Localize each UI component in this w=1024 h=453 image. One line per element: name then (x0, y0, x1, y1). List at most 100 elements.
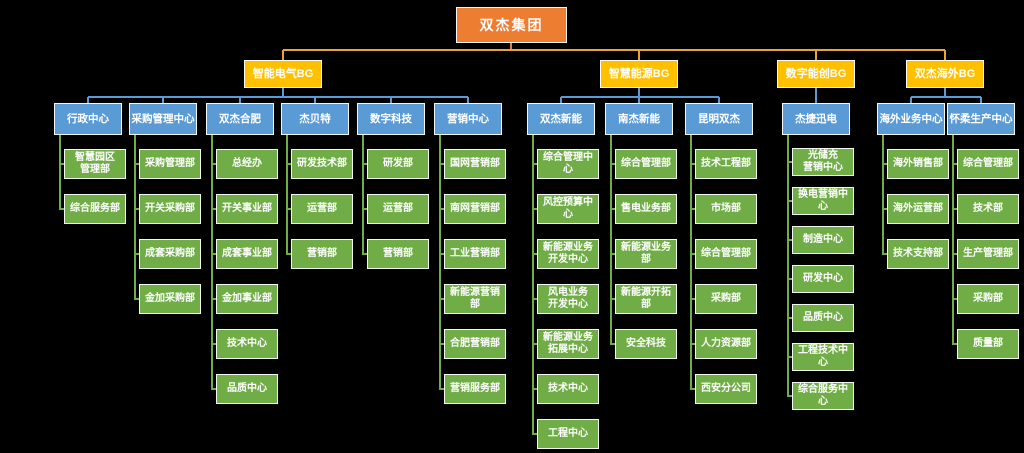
dept-stub-line (439, 208, 444, 210)
unit-drop-line (815, 88, 817, 103)
dept-stub-line (59, 208, 64, 210)
dept-node: 开关事业部 (216, 194, 278, 224)
dept-stub-line (532, 298, 537, 300)
dept-stub-line (952, 253, 957, 255)
bg-drop-line (638, 50, 640, 60)
dept-stub-line (211, 343, 216, 345)
dept-stub-line (952, 343, 957, 345)
dept-node: 金加采购部 (139, 284, 201, 314)
bg-node: 智能电气BG (244, 60, 322, 88)
dept-node: 人力资源部 (695, 329, 757, 359)
dept-stub-line (787, 395, 792, 397)
dept-node: 国网营销部 (444, 149, 506, 179)
dept-node: 合肥营销部 (444, 329, 506, 359)
dept-node: 金加事业部 (216, 284, 278, 314)
dept-rail-line (952, 135, 954, 344)
dept-rail-line (787, 135, 789, 396)
dept-rail-line (439, 135, 441, 389)
unit-node: 双杰合肥 (206, 103, 274, 135)
dept-rail-line (690, 135, 692, 389)
dept-stub-line (439, 388, 444, 390)
bg-node: 双杰海外BG (906, 60, 984, 88)
unit-drop-line (87, 97, 89, 103)
dept-stub-line (882, 163, 887, 165)
unit-node: 杰捷迅电 (782, 103, 850, 135)
dept-stub-line (532, 163, 537, 165)
dept-node: 综合管理部 (695, 239, 757, 269)
unit-node: 数字科技 (357, 103, 425, 135)
dept-node: 工业营销部 (444, 239, 506, 269)
dept-stub-line (610, 343, 615, 345)
dept-stub-line (952, 163, 957, 165)
dept-node: 工程中心 (537, 419, 599, 449)
dept-stub-line (787, 317, 792, 319)
dept-node: 品质中心 (792, 304, 854, 332)
dept-stub-line (286, 163, 291, 165)
dept-node: 综合管理中心 (537, 149, 599, 179)
dept-stub-line (439, 163, 444, 165)
dept-node: 工程技术中心 (792, 343, 854, 371)
dept-rail-line (532, 135, 534, 434)
dept-node: 安全科技 (615, 329, 677, 359)
dept-node: 总经办 (216, 149, 278, 179)
dept-node: 营销部 (291, 239, 353, 269)
root-connector-line (510, 43, 512, 50)
dept-node: 开关采购部 (139, 194, 201, 224)
dept-stub-line (211, 163, 216, 165)
dept-node: 质量部 (957, 329, 1019, 359)
dept-node: 市场部 (695, 194, 757, 224)
unit-drop-line (980, 97, 982, 103)
dept-stub-line (211, 253, 216, 255)
unit-rail-line (88, 96, 468, 98)
dept-node: 光储充 营销中心 (792, 148, 854, 176)
dept-node: 技术中心 (537, 374, 599, 404)
unit-node: 行政中心 (54, 103, 122, 135)
dept-node: 西安分公司 (695, 374, 757, 404)
bg-node: 智慧能源BG (600, 60, 678, 88)
dept-stub-line (211, 298, 216, 300)
dept-node: 技术部 (957, 194, 1019, 224)
bg-drop-line (944, 50, 946, 60)
dept-stub-line (882, 253, 887, 255)
dept-node: 智慧园区 管理部 (64, 149, 126, 179)
bg-unit-drop-line (944, 88, 946, 97)
dept-stub-line (439, 343, 444, 345)
dept-node: 新能源业务部 (615, 239, 677, 269)
dept-stub-line (211, 388, 216, 390)
bg-drop-line (815, 50, 817, 60)
dept-rail-line (134, 135, 136, 299)
dept-node: 采购部 (957, 284, 1019, 314)
dept-stub-line (59, 163, 64, 165)
dept-node: 技术中心 (216, 329, 278, 359)
bg-node: 数字能创BG (777, 60, 855, 88)
unit-drop-line (239, 97, 241, 103)
dept-node: 综合服务部 (64, 194, 126, 224)
unit-node: 昆明双杰 (685, 103, 753, 135)
dept-stub-line (134, 298, 139, 300)
org-root-node: 双杰集团 (456, 7, 567, 43)
unit-drop-line (910, 97, 912, 103)
bg-unit-drop-line (638, 88, 640, 97)
dept-stub-line (439, 298, 444, 300)
dept-node: 营销服务部 (444, 374, 506, 404)
dept-stub-line (362, 208, 367, 210)
dept-stub-line (610, 253, 615, 255)
dept-stub-line (690, 163, 695, 165)
dept-stub-line (952, 298, 957, 300)
dept-node: 营销部 (367, 239, 429, 269)
dept-stub-line (610, 208, 615, 210)
dept-node: 品质中心 (216, 374, 278, 404)
dept-stub-line (134, 208, 139, 210)
dept-stub-line (787, 356, 792, 358)
dept-stub-line (787, 161, 792, 163)
dept-stub-line (134, 163, 139, 165)
unit-drop-line (467, 97, 469, 103)
dept-node: 成套事业部 (216, 239, 278, 269)
dept-stub-line (211, 208, 216, 210)
unit-node: 杰贝特 (281, 103, 349, 135)
dept-node: 风电业务 开发中心 (537, 284, 599, 314)
dept-node: 技术支持部 (887, 239, 949, 269)
dept-node: 新能源开拓部 (615, 284, 677, 314)
dept-stub-line (787, 239, 792, 241)
